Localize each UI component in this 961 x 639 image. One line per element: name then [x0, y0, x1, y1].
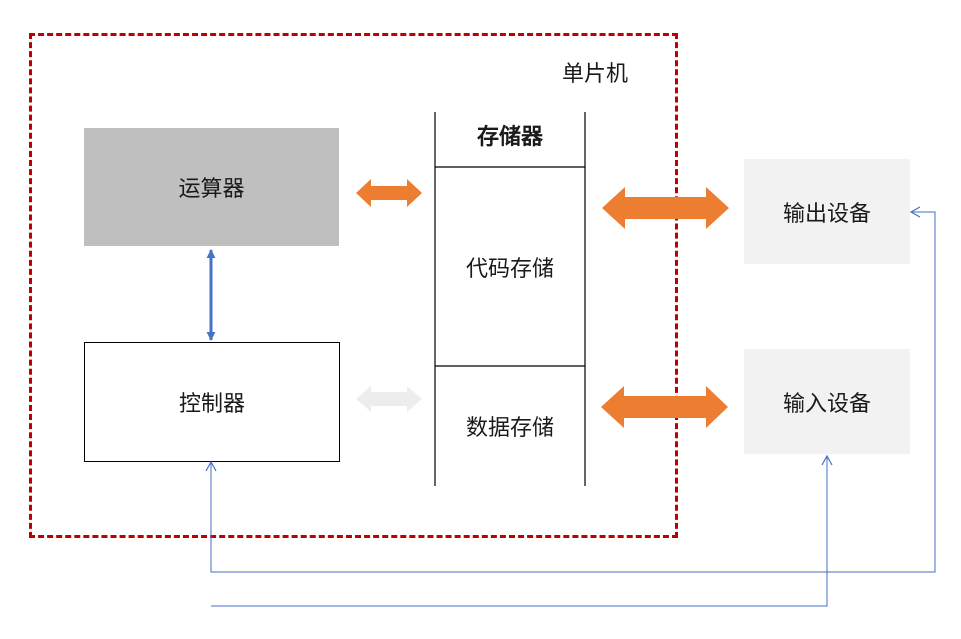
alu-label: 运算器	[178, 177, 245, 202]
input-device-box: 输入设备	[744, 349, 910, 454]
memory-title: 存储器	[476, 124, 543, 150]
alu-memory-arrow	[356, 179, 422, 207]
memory-output-arrow	[602, 187, 729, 229]
mcu-label: 单片机	[562, 62, 629, 87]
output-device-label: 输出设备	[782, 201, 871, 227]
control-input-feedback-line	[211, 456, 828, 607]
alu-box: 运算器	[84, 128, 339, 246]
memory-input-arrow	[601, 386, 728, 428]
control-arrowhead	[205, 460, 217, 472]
data-memory-label: 数据存储	[465, 416, 554, 441]
output-device-box: 输出设备	[744, 159, 910, 264]
input-device-arrowhead	[821, 454, 833, 466]
input-device-label: 输入设备	[782, 391, 871, 417]
control-unit-label: 控制器	[178, 392, 245, 417]
mcu-boundary	[29, 33, 678, 538]
control-memory-arrow	[356, 386, 422, 412]
code-memory-label: 代码存储	[465, 257, 554, 282]
output-device-arrowhead	[909, 206, 921, 218]
memory-column-lines	[434, 112, 586, 486]
control-unit-box: 控制器	[84, 342, 340, 462]
control-output-feedback-line	[210, 211, 936, 573]
